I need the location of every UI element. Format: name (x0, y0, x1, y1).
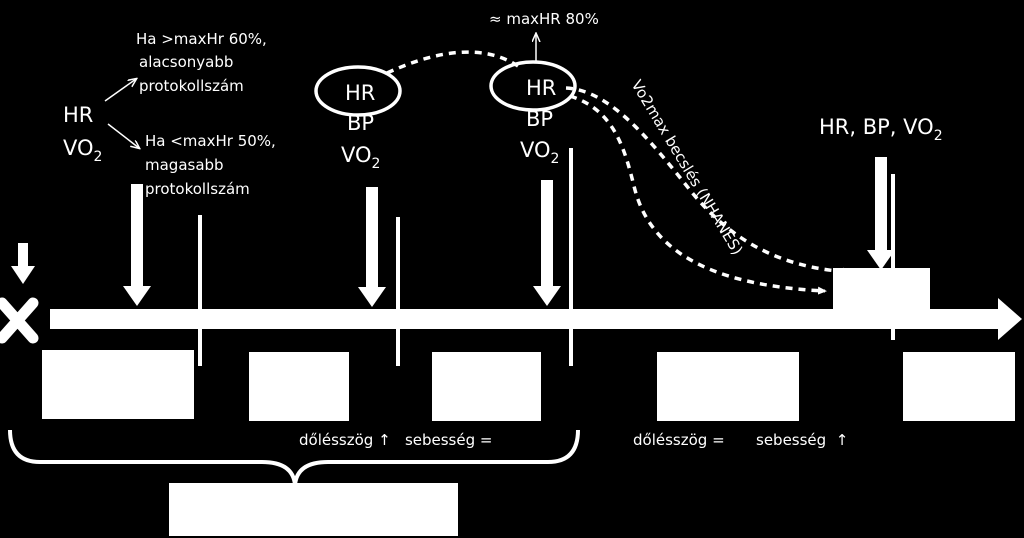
start-down-arrow (11, 243, 35, 284)
upper-branch-line3: protokollszám (139, 77, 244, 95)
summary-box (169, 483, 458, 536)
stage3-hr-ellipse (489, 60, 577, 112)
stage1-down-arrow (123, 184, 151, 306)
stage2-hr-label: HR (345, 81, 375, 105)
dashed-connector-outer (565, 86, 852, 276)
lower-branch-line2: magasabb (145, 156, 224, 174)
start-x-icon (0, 297, 39, 344)
speed-right: sebesség ↑ (756, 431, 848, 449)
maxhr-label: ≈ maxHR 80% (489, 10, 599, 28)
final-measure-label: HR, BP, VO2 (819, 115, 943, 144)
stage3-bp-label: BP (526, 107, 553, 131)
stage2-down-arrow (358, 187, 386, 307)
stage2-vo2-label: VO2 (341, 143, 380, 172)
stage2-box (249, 352, 349, 421)
upper-branch-arrow (104, 79, 136, 102)
final-stage-block (833, 268, 930, 318)
left-vo2-label: VO2 (63, 136, 102, 165)
lower-branch-line1: Ha <maxHr 50%, (145, 132, 276, 150)
incline-speed-left: dőlésszög ↑ sebesség = (299, 431, 492, 449)
stage3-down-arrow (533, 180, 561, 306)
lower-branch-line3: protokollszám (145, 180, 250, 198)
stage2-bp-label: BP (347, 111, 374, 135)
group-brace (8, 429, 580, 486)
stage2-hr-ellipse (314, 65, 402, 117)
stage4-box (657, 352, 799, 421)
final-down-arrow (867, 157, 895, 270)
upper-branch-line1: Ha >maxHr 60%, (136, 30, 267, 48)
lower-branch-arrow (107, 123, 139, 148)
dashed-connector-top (386, 50, 519, 75)
upper-branch-line2: alacsonyabb (139, 53, 233, 71)
stage3-vo2-label: VO2 (520, 138, 559, 167)
left-hr-label: HR (63, 103, 93, 127)
stage5-box (903, 352, 1015, 421)
incline-right: dőlésszög = (633, 431, 725, 449)
stage1-box (42, 350, 194, 419)
timeline-arrow (50, 298, 1022, 340)
vo2max-estimate-label: Vo2max becslés (NHANES) (628, 77, 747, 258)
stage3-box (432, 352, 541, 421)
stage3-hr-label: HR (526, 76, 556, 100)
dashed-connector-inner (569, 94, 827, 295)
